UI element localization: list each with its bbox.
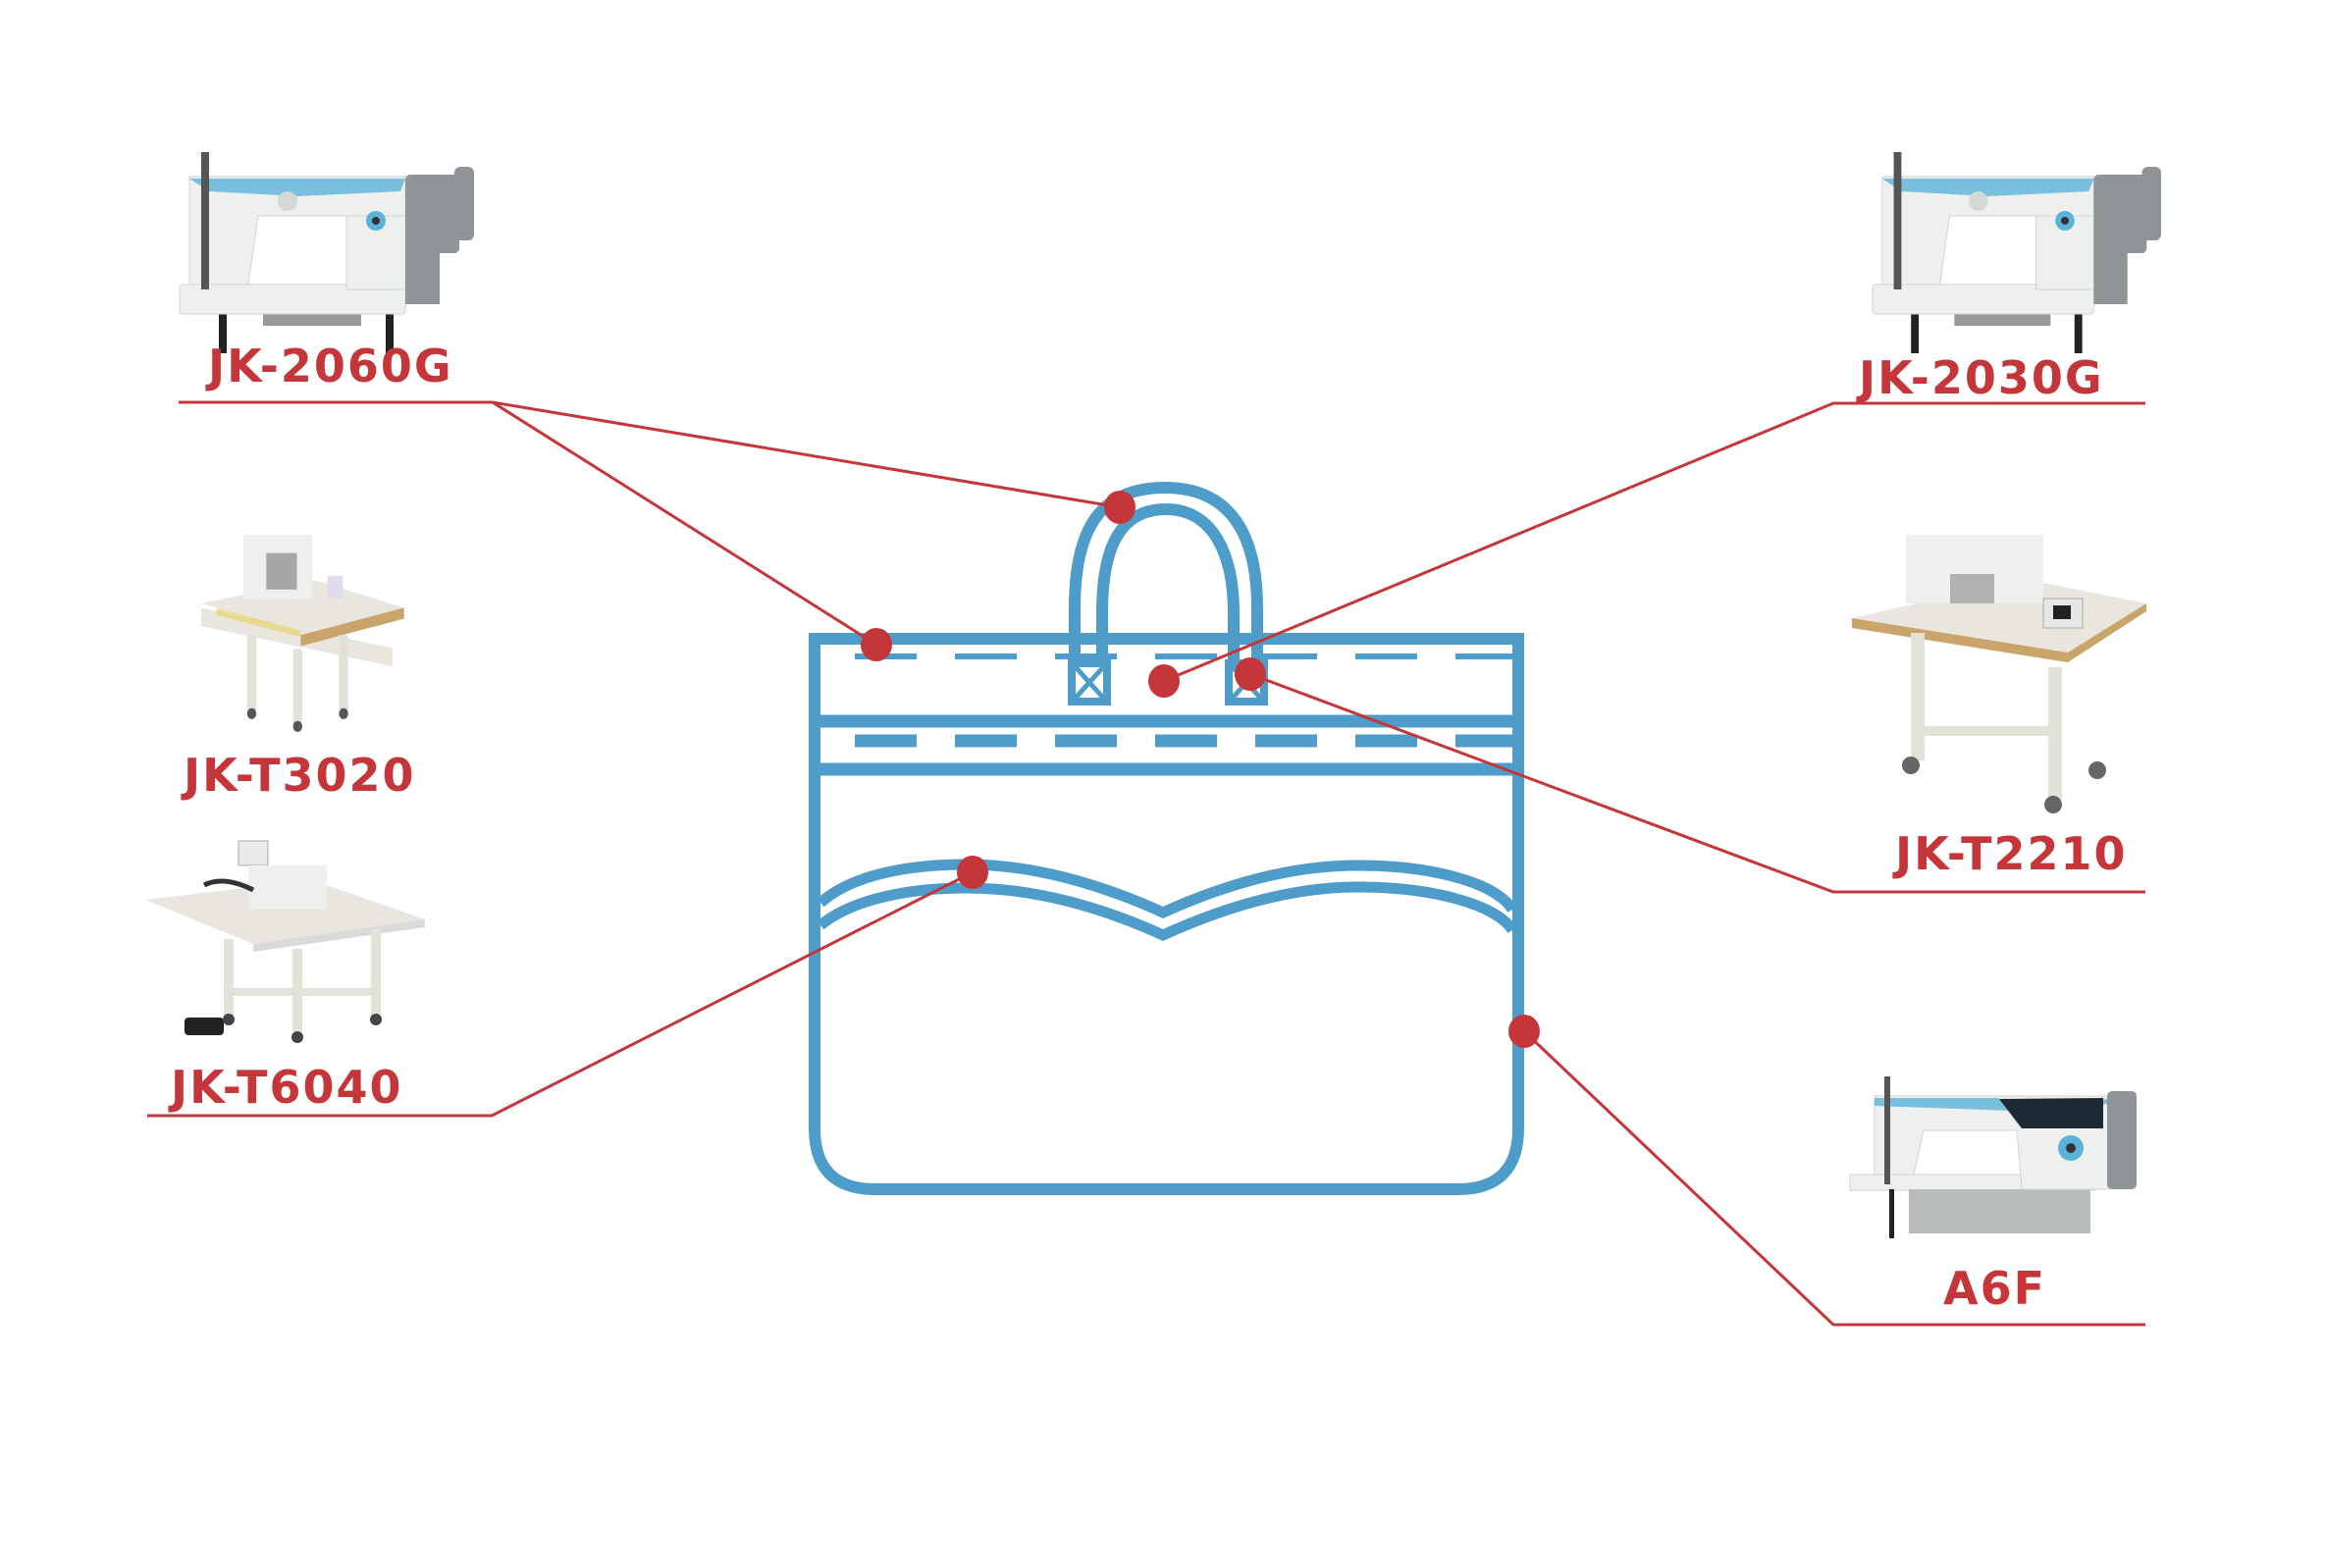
label-a6f: A6F [1943,1262,2047,1315]
machine-image-jk-2030g [1872,151,2162,354]
strap-tab-left [1068,659,1111,706]
label-jk-t3020: JK-T3020 [184,749,416,802]
handle-outer-arch [1069,481,1263,687]
callout-line-jk-t6040 [147,870,974,1118]
callout-line-jk-2060g-handle [179,400,1121,509]
marker-dot-handle[interactable] [1104,491,1136,524]
label-jk-2030g: JK-2030G [1859,351,2104,404]
pocket-curve-lower [817,881,1517,942]
callout-line-jk-t2210 [1249,672,2145,894]
callout-line-jk-2030g [1163,401,2145,683]
machine-image-a6f [1849,1075,2138,1239]
label-jk-t2210: JK-T2210 [1895,827,2128,880]
marker-dot-top-edge[interactable] [861,628,892,661]
machine-image-jk-2060g [179,151,475,354]
pocket-curve-upper [817,859,1517,919]
callout-line-jk-2060g-top [492,400,877,647]
marker-dot-side-seam[interactable] [1508,1015,1540,1048]
label-jk-t6040: JK-T6040 [171,1061,403,1114]
handle-inner-arch [1096,502,1240,687]
machine-image-jk-t3020 [201,535,404,732]
label-jk-2060g: JK-2060G [208,340,453,392]
handbag-outline [809,481,1524,1195]
marker-dot-pocket[interactable] [957,856,988,889]
callout-line-a6f [1522,1029,2145,1327]
marker-dot-top-band-center[interactable] [1148,664,1180,698]
bag-body [809,633,1524,1195]
marker-dot-strap-tab[interactable] [1235,657,1266,691]
machine-image-jk-t2210 [1851,534,2147,814]
machine-image-jk-t6040 [145,841,425,1043]
